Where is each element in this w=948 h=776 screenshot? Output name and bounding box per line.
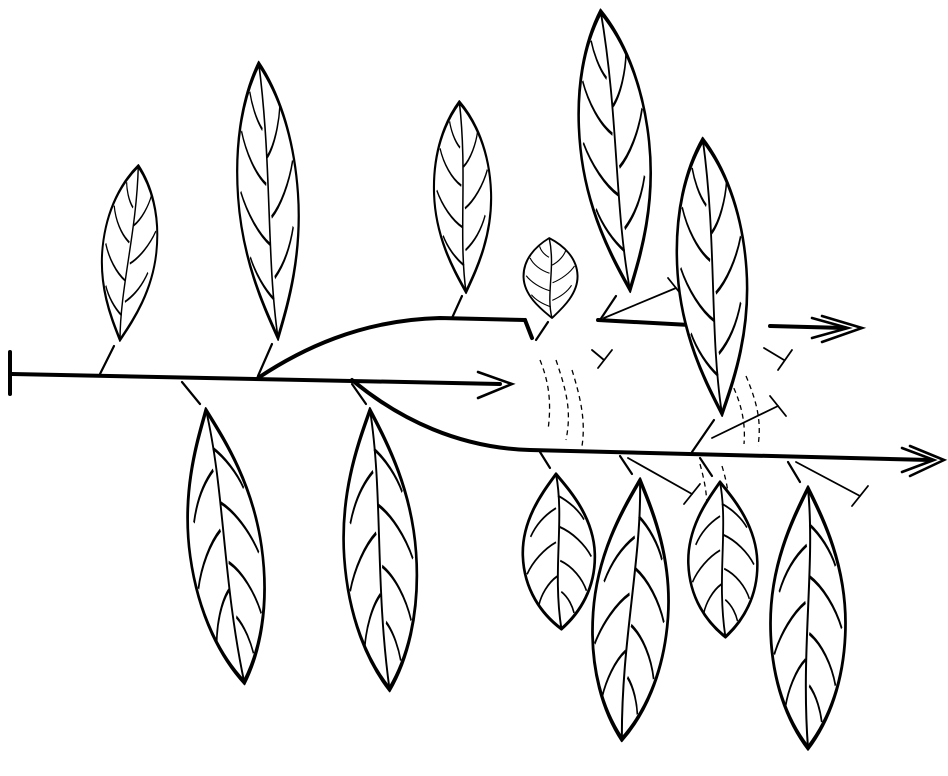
bud-stalk-1 bbox=[604, 288, 676, 318]
leaf-4 bbox=[522, 237, 579, 340]
upper-branch bbox=[258, 316, 862, 378]
leaf-6 bbox=[668, 137, 756, 452]
leaf-2 bbox=[229, 62, 308, 376]
leaf-12 bbox=[771, 462, 846, 748]
leaf-3 bbox=[431, 101, 495, 318]
leaf-10 bbox=[584, 456, 677, 742]
leaf-9 bbox=[520, 452, 597, 630]
leaf-8 bbox=[334, 384, 425, 692]
leaf-7 bbox=[170, 382, 280, 687]
bud-bar-6 bbox=[852, 486, 868, 506]
leaves-lower bbox=[170, 382, 845, 748]
trace-4 bbox=[730, 380, 744, 444]
trace-1 bbox=[540, 360, 550, 430]
bud-bar-2 bbox=[598, 350, 612, 368]
trace-2 bbox=[556, 360, 568, 440]
bud-bar-4 bbox=[770, 396, 786, 416]
leaves-upper bbox=[93, 8, 756, 452]
upper-right-arrow-shaft bbox=[770, 326, 845, 328]
bud-bar-5 bbox=[684, 484, 700, 504]
leaf-5 bbox=[566, 8, 664, 320]
bud-stalk-2 bbox=[592, 350, 604, 360]
upper-branch-end bbox=[525, 320, 532, 338]
lower-branch-stem bbox=[352, 380, 930, 460]
upper-branch-stem bbox=[258, 318, 525, 378]
bud-stalk-3 bbox=[764, 348, 784, 360]
trace-3 bbox=[572, 370, 583, 446]
leaf-1 bbox=[93, 163, 165, 374]
bud-bar-3 bbox=[778, 350, 792, 370]
leaf-11 bbox=[686, 458, 760, 638]
main-stem bbox=[12, 374, 500, 384]
trace-5 bbox=[746, 376, 759, 446]
lower-branch bbox=[352, 380, 944, 476]
